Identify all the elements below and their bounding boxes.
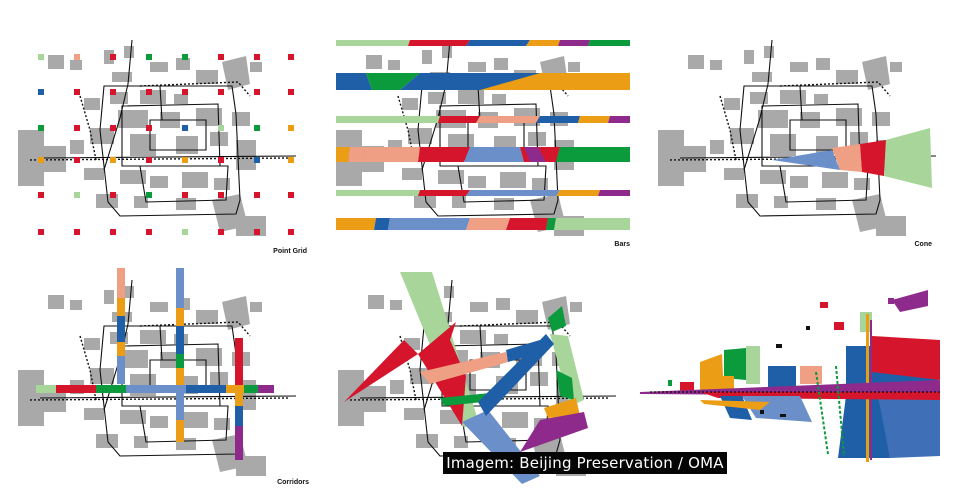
- perspective-shapes: [640, 290, 940, 462]
- cone-shape: [772, 128, 932, 188]
- panel-label-bars: Bars: [614, 241, 630, 248]
- base-map: [17, 279, 297, 477]
- panel-corridors: Corridors: [17, 268, 309, 486]
- base-map: [17, 39, 297, 237]
- panel-perspective: [640, 290, 940, 462]
- image-credit: Imagem: Beijing Preservation / OMA: [443, 452, 727, 474]
- panel-cone: Cone: [657, 39, 937, 248]
- fan-wedges: [344, 272, 588, 484]
- panel-label-point-grid: Point Grid: [273, 248, 307, 255]
- base-map: [335, 39, 615, 237]
- panel-label-corridors: Corridors: [277, 479, 309, 486]
- panel-point-grid: Point Grid: [17, 39, 307, 255]
- panel-fan: [337, 272, 617, 484]
- point-grid-squares: [38, 54, 294, 235]
- bars-stripes: [336, 40, 630, 230]
- panel-bars: Bars: [335, 39, 630, 248]
- panel-label-cone: Cone: [915, 241, 933, 248]
- corridor-strips: [36, 268, 274, 460]
